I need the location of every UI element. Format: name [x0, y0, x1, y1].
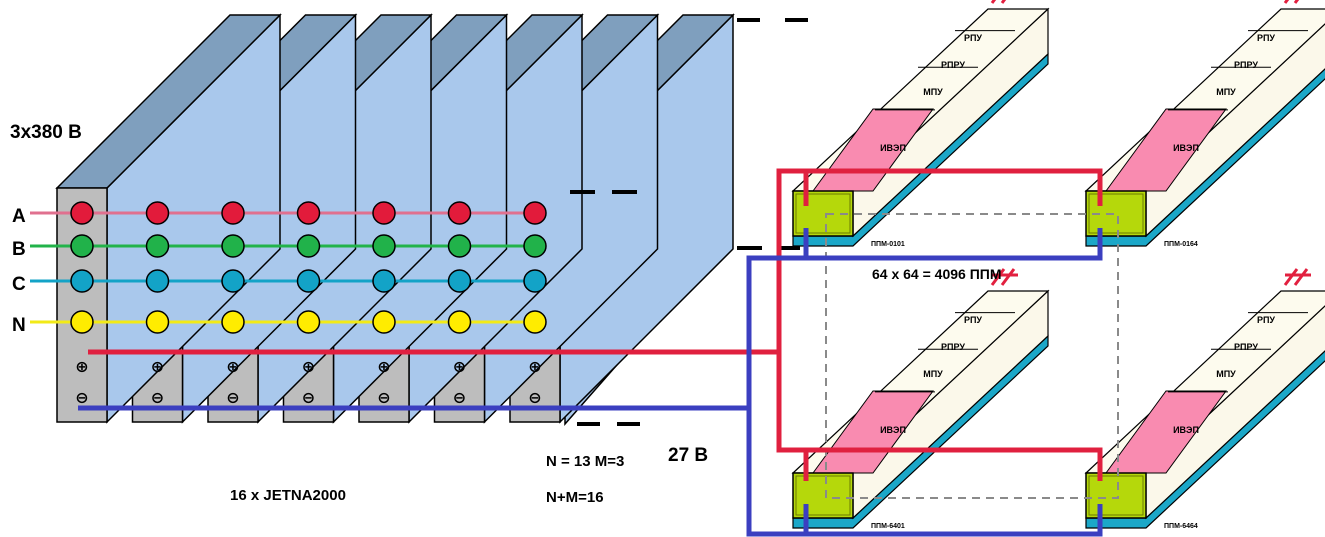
phase-label: N: [12, 315, 26, 336]
phase-label: B: [12, 239, 26, 260]
module-section-label: РПУ: [1257, 315, 1275, 325]
phase-terminal: [524, 235, 546, 257]
phase-terminal: [147, 235, 169, 257]
phase-terminal: [71, 270, 93, 292]
module-section-label: ИВЭП: [1173, 425, 1199, 435]
module-section-label: РПУ: [964, 315, 982, 325]
phase-terminal: [222, 202, 244, 224]
phase-terminal: [524, 202, 546, 224]
module-section-label: РПРУ: [1234, 342, 1258, 352]
rack-caption: 16 x JETNA2000: [230, 487, 346, 504]
antenna-icon: [1285, 0, 1311, 3]
phase-terminal: [449, 202, 471, 224]
phase-terminal: [298, 235, 320, 257]
phase-terminal: [298, 311, 320, 333]
phase-terminal: [222, 311, 244, 333]
plus-terminal: ⊕: [453, 357, 466, 376]
redundancy-label: N = 13 M=3: [546, 453, 624, 470]
minus-terminal: ⊖: [528, 388, 541, 407]
phase-label: A: [12, 206, 26, 227]
plus-terminal: ⊕: [75, 357, 88, 376]
phase-terminal: [524, 270, 546, 292]
module-section-label: МПУ: [923, 369, 943, 379]
minus-terminal: ⊖: [377, 388, 390, 407]
phase-terminal: [524, 311, 546, 333]
phase-terminal: [298, 270, 320, 292]
tr-module: РПУ РПРУ МПУ ИВЭП ППМ-0164: [1086, 0, 1325, 248]
tr-module: РПУ РПРУ МПУ ИВЭП ППМ-6464: [1086, 269, 1325, 530]
phase-terminal: [449, 270, 471, 292]
phase-terminal: [222, 270, 244, 292]
minus-terminal: ⊖: [226, 388, 239, 407]
module-id-label: ППМ-6401: [871, 523, 905, 530]
plus-terminal: ⊕: [226, 357, 239, 376]
antenna-icon: [992, 0, 1018, 3]
array-size-label: 64 x 64 = 4096 ППМ: [872, 266, 1002, 282]
phase-terminal: [298, 202, 320, 224]
redundancy-sum: N+M=16: [546, 489, 604, 506]
phase-terminal: [373, 235, 395, 257]
module-section-label: МПУ: [1216, 369, 1236, 379]
module-connector: [1086, 473, 1146, 518]
module-connector: [793, 473, 853, 518]
phase-terminal: [71, 202, 93, 224]
module-section-label: МПУ: [923, 87, 943, 97]
tr-module: РПУ РПРУ МПУ ИВЭП ППМ-6401: [793, 269, 1048, 530]
phase-terminal: [71, 311, 93, 333]
module-section-label: РПУ: [964, 33, 982, 43]
minus-terminal: ⊖: [302, 388, 315, 407]
module-section-label: МПУ: [1216, 87, 1236, 97]
minus-terminal: ⊖: [151, 388, 164, 407]
module-section-label: ИВЭП: [1173, 143, 1199, 153]
plus-terminal: ⊕: [528, 357, 541, 376]
minus-terminal: ⊖: [453, 388, 466, 407]
minus-terminal: ⊖: [75, 388, 88, 407]
module-section-label: РПРУ: [941, 60, 965, 70]
phase-terminal: [373, 311, 395, 333]
module-id-label: ППМ-6464: [1164, 523, 1198, 530]
output-voltage-label: 27 В: [668, 445, 708, 466]
phase-terminal: [147, 311, 169, 333]
phase-terminal: [449, 235, 471, 257]
phase-terminal: [147, 202, 169, 224]
module-section-label: РПРУ: [941, 342, 965, 352]
module-section-label: РПРУ: [1234, 60, 1258, 70]
tr-module: РПУ РПРУ МПУ ИВЭП ППМ-0101: [793, 0, 1048, 248]
module-id-label: ППМ-0101: [871, 241, 905, 248]
supply-voltage-label: 3x380 В: [10, 122, 82, 143]
plus-terminal: ⊕: [377, 357, 390, 376]
module-id-label: ППМ-0164: [1164, 241, 1198, 248]
phase-terminal: [373, 202, 395, 224]
phase-terminal: [147, 270, 169, 292]
module-section-label: ИВЭП: [880, 425, 906, 435]
plus-terminal: ⊕: [302, 357, 315, 376]
plus-terminal: ⊕: [151, 357, 164, 376]
phase-terminal: [222, 235, 244, 257]
module-section-label: ИВЭП: [880, 143, 906, 153]
module-section-label: РПУ: [1257, 33, 1275, 43]
phase-terminal: [71, 235, 93, 257]
phase-label: C: [12, 274, 26, 295]
phase-terminal: [449, 311, 471, 333]
antenna-icon: [1285, 269, 1311, 285]
phase-terminal: [373, 270, 395, 292]
